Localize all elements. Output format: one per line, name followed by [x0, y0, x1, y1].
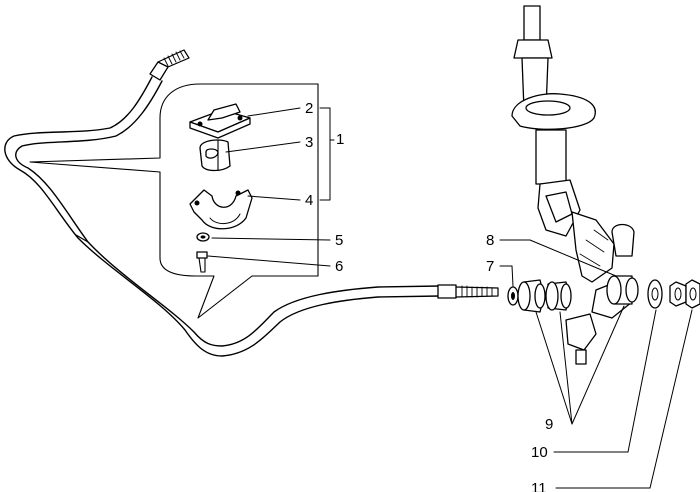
rubber-bush: [199, 139, 231, 172]
rubber-bush-9a: [517, 279, 546, 313]
rubber-bush-8: [606, 275, 639, 305]
cup-washer-10: [647, 279, 663, 309]
callout-1: 1: [336, 131, 344, 148]
callout-8: 8: [486, 232, 494, 249]
bar-threaded-end-lower: [437, 284, 499, 299]
nut-11b: [685, 279, 700, 309]
callout-10: 10: [531, 444, 548, 461]
nut-11a: [669, 281, 687, 307]
stabilizer-bar: [4, 76, 441, 357]
callout-4: 4: [305, 192, 313, 209]
callout-5: 5: [335, 232, 343, 249]
washer-5: [196, 232, 210, 242]
shock-absorber-strut: [511, 5, 635, 365]
callout-6: 6: [335, 258, 343, 275]
bolt-6: [196, 251, 208, 273]
detail-callout-frame: [29, 83, 319, 319]
callout-labels: 1 2 3 4 5 6 7 8 9 10 11: [305, 100, 553, 492]
clamp-plate: [189, 103, 251, 139]
mounting-bracket: [189, 189, 253, 230]
callout-7: 7: [486, 258, 494, 275]
callout-2: 2: [305, 100, 313, 117]
washer-7: [507, 286, 519, 306]
callout-11: 11: [531, 480, 547, 492]
rubber-bush-9b: [545, 281, 572, 311]
callout-3: 3: [305, 134, 313, 151]
callout-9: 9: [545, 416, 553, 433]
bar-threaded-end-upper: [149, 49, 190, 81]
leader-lines: [207, 107, 693, 489]
